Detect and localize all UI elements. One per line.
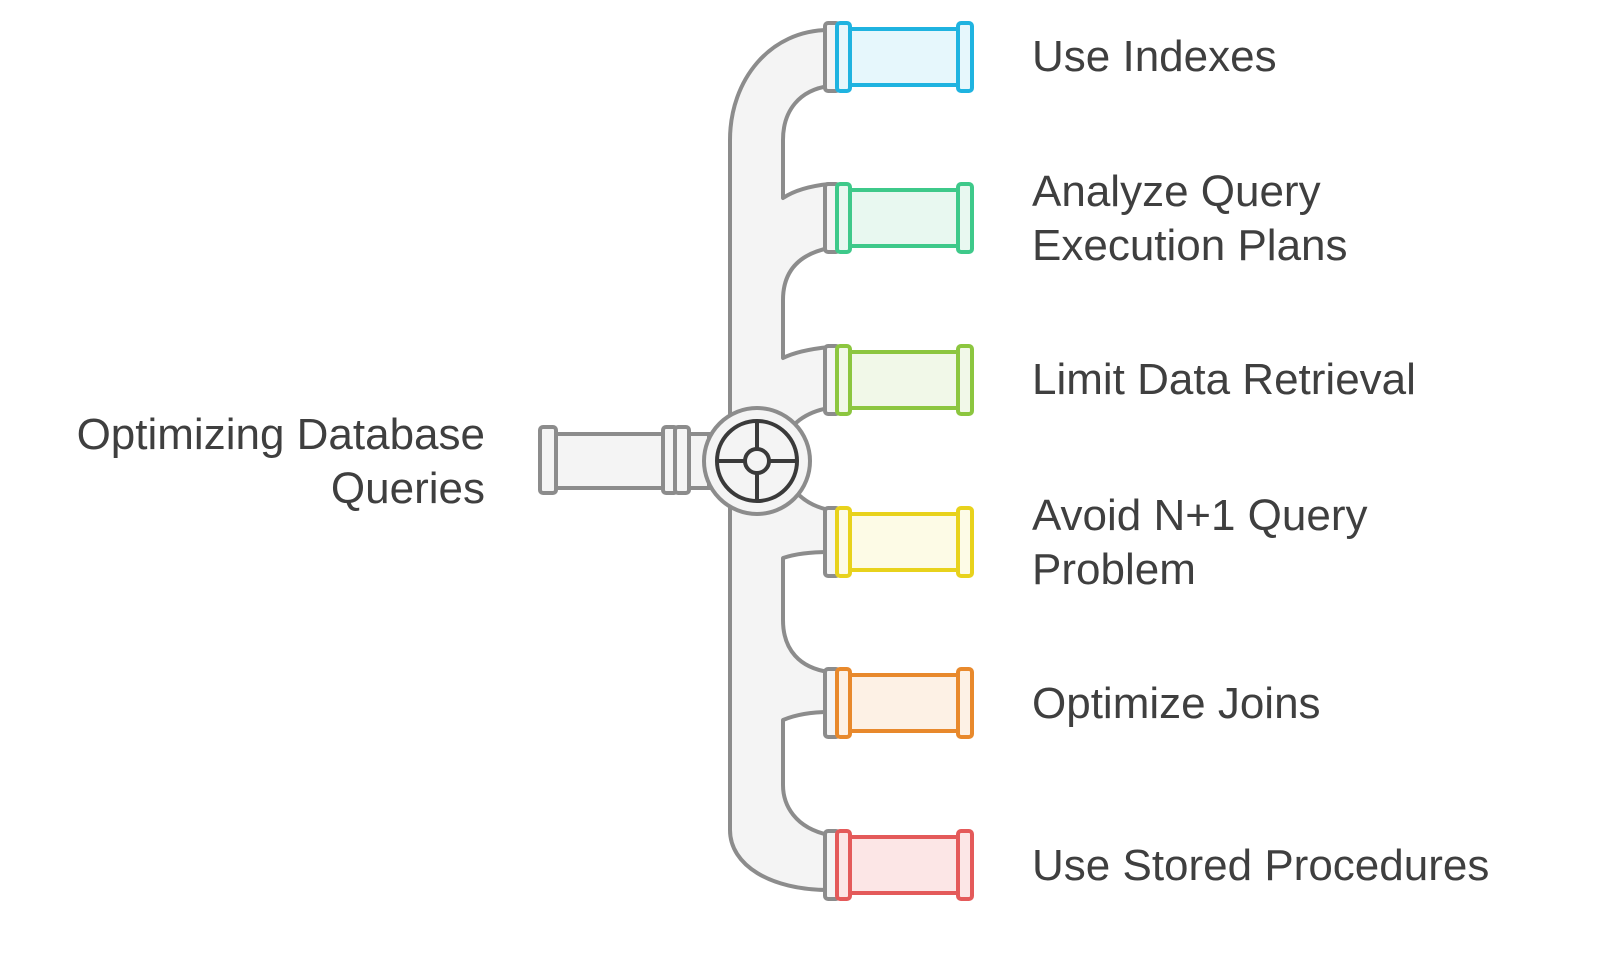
output-pipe [823,21,974,93]
output-pipe [823,506,974,578]
output-label-line1: Use Stored Procedures [1032,841,1490,890]
output-pipe [823,829,974,901]
source-label-line1: Optimizing Database [76,410,485,459]
output-label-line1: Analyze Query [1032,167,1321,216]
output-pipe [823,344,974,416]
output-label-use-stored-procedures: Use Stored Procedures [1032,839,1489,893]
output-label-line1: Avoid N+1 Query [1032,491,1368,540]
source-label-line2: Queries [330,464,485,513]
output-label-line1: Optimize Joins [1032,679,1321,728]
output-pipes [823,21,974,901]
source-pipe [538,425,711,495]
output-pipe [823,182,974,254]
output-label-use-indexes: Use Indexes [1032,30,1277,84]
source-label: Optimizing Database Queries [77,408,485,516]
output-pipe [823,667,974,739]
output-label-limit-data-retrieval: Limit Data Retrieval [1032,353,1416,407]
output-label-analyze-query-execution-plans: Analyze Query Execution Plans [1032,165,1348,273]
output-label-line1: Use Indexes [1032,32,1277,81]
output-label-line2: Problem [1032,545,1196,594]
output-label-line1: Limit Data Retrieval [1032,355,1416,404]
output-label-avoid-n-plus-1-query-problem: Avoid N+1 Query Problem [1032,489,1367,597]
output-label-optimize-joins: Optimize Joins [1032,677,1321,731]
output-label-line2: Execution Plans [1032,221,1348,270]
valve-icon [702,406,812,516]
